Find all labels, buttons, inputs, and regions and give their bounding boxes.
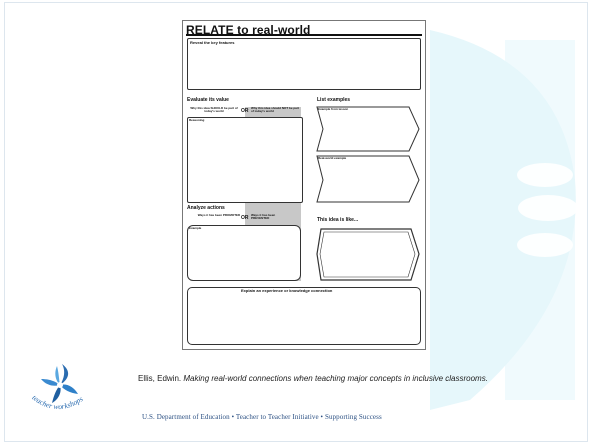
analyze-or: OR <box>241 215 249 221</box>
should-label: Why this idea SHOULD be part of today's … <box>190 106 238 114</box>
title-underline <box>186 34 422 36</box>
slide-frame <box>4 2 588 442</box>
like-box <box>316 228 420 281</box>
reveal-label: Reveal the key features <box>190 40 235 45</box>
pinwheel-star-icon <box>41 364 78 403</box>
citation: Ellis, Edwin. Making real-world connecti… <box>138 374 488 383</box>
reasoning-label: Reasoning <box>189 118 205 122</box>
reasoning-box <box>187 117 303 203</box>
list-examples-heading: List examples <box>317 97 351 103</box>
promoted-label: Ways it has been PROMOTED <box>197 213 241 217</box>
explain-box <box>187 287 421 345</box>
citation-author: Ellis, Edwin. <box>138 374 182 383</box>
prevented-label: Ways it has been PREVENTED <box>251 213 276 221</box>
should-not-label: Why this idea should NOT be part of toda… <box>251 106 300 114</box>
example-from-lesson-label: Example from lesson <box>318 107 349 111</box>
teacher-workshops-logo: teacher workshops <box>30 364 85 411</box>
worksheet-image: RELATE to real-world Reveal the key feat… <box>182 20 426 350</box>
example-from-lesson-box <box>316 106 420 152</box>
footer-text: U.S. Department of Education • Teacher t… <box>142 413 382 421</box>
real-world-example-label: Real-world example <box>318 156 347 160</box>
analyze-heading: Analyze actions <box>187 205 225 211</box>
example-label: Example <box>189 226 202 230</box>
explain-label: Explain an experience or knowledge conne… <box>241 288 333 293</box>
example-box <box>187 225 301 281</box>
evaluate-heading: Evaluate its value <box>187 97 229 103</box>
reveal-box <box>187 38 421 90</box>
real-world-example-box <box>316 155 420 203</box>
citation-title: Making real-world connections when teach… <box>183 374 488 383</box>
like-heading: This idea is like... <box>317 217 359 223</box>
evaluate-or: OR <box>241 108 249 114</box>
worksheet-title: RELATE to real-world <box>186 23 311 37</box>
